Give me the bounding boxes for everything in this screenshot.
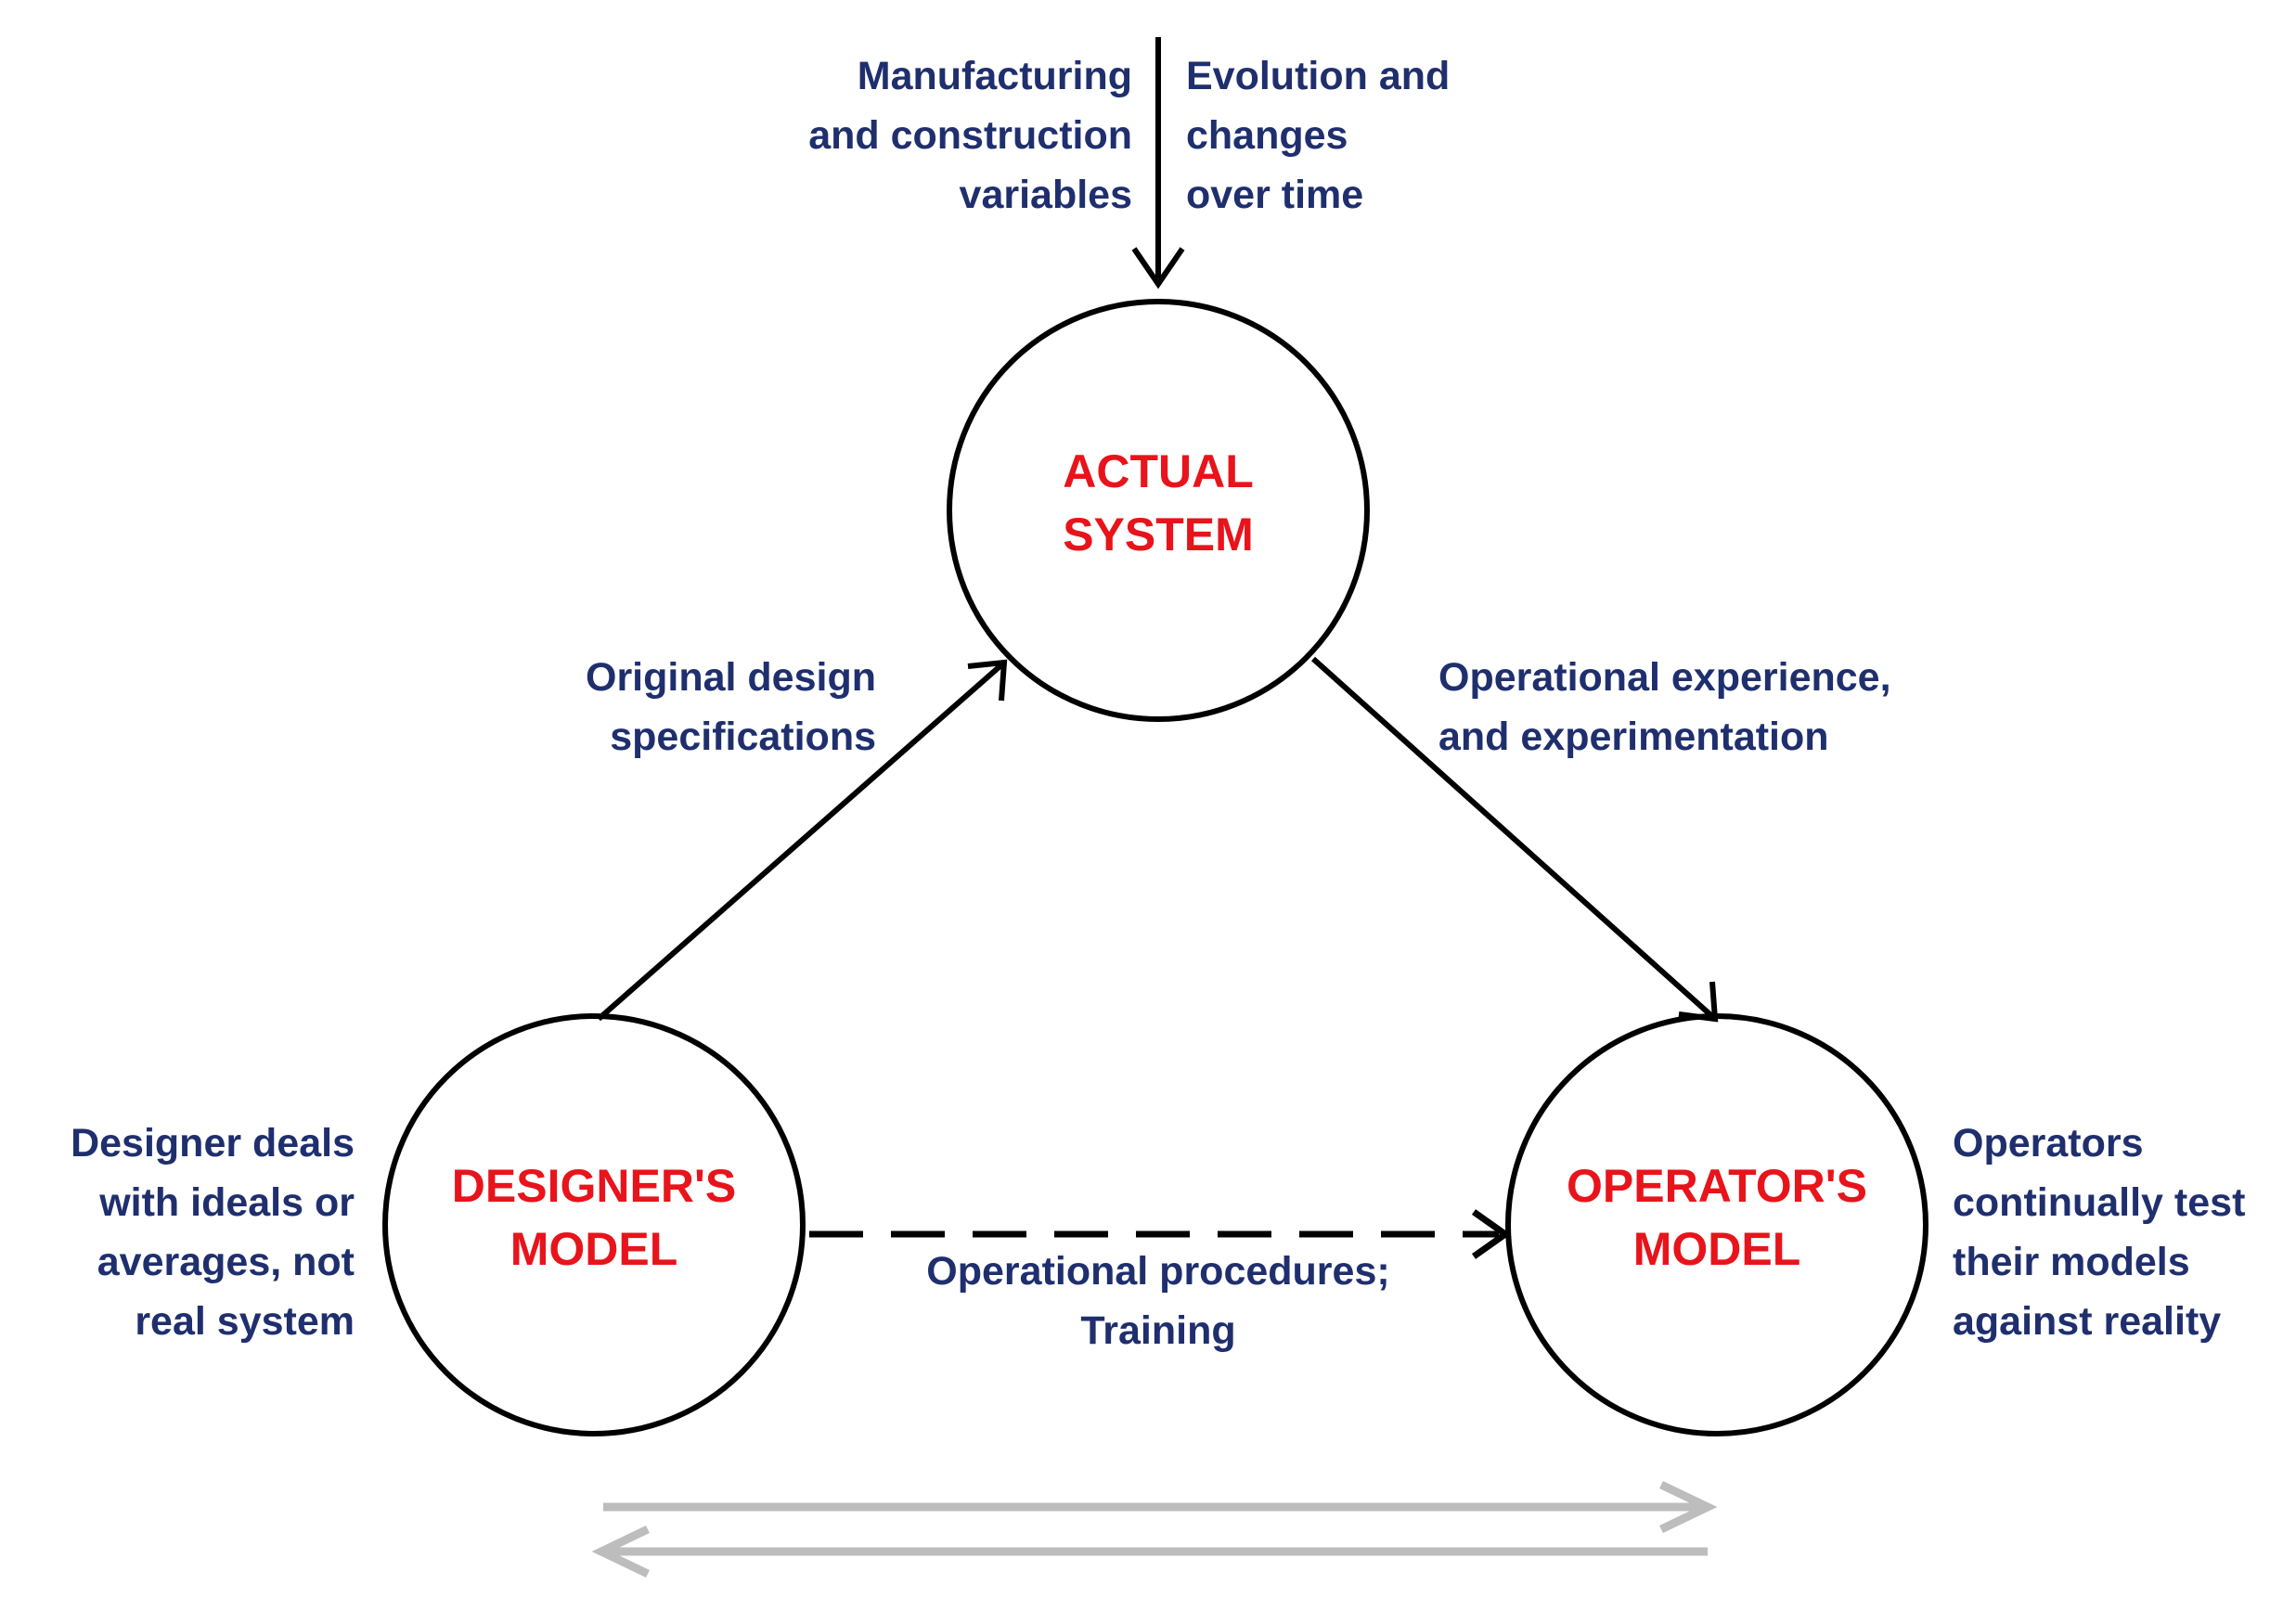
procedures-training-arrow [809, 1209, 1512, 1259]
designer-ideals-label: Designer deals with ideals or averages, … [71, 1121, 355, 1344]
operators-model-label: OPERATOR'S MODEL [1567, 1160, 1867, 1275]
designers-model-node [382, 1013, 806, 1436]
design-specifications-arrow [597, 659, 1008, 1022]
feedback-forward-arrow [603, 1480, 1718, 1534]
operational-experience-arrow [1310, 656, 1719, 1023]
procedures-training-label: Operational procedures; Training [926, 1249, 1390, 1353]
evolution-changes-label: Evolution and changes over time [1186, 54, 1451, 217]
operational-experience-label: Operational experience, and experimentat… [1438, 655, 1891, 759]
original-design-label: Original design specifications [586, 655, 876, 759]
actual-system-label: ACTUAL SYSTEM [1063, 445, 1254, 560]
designers-model-label: DESIGNER'S MODEL [451, 1160, 737, 1275]
external-influence-arrow [1131, 37, 1185, 290]
feedback-backward-arrow [591, 1525, 1708, 1578]
actual-system-node [947, 299, 1370, 722]
manufacturing-variables-label: Manufacturing and construction variables [808, 54, 1132, 217]
operators-test-label: Operators continually test their models … [1953, 1121, 2246, 1344]
